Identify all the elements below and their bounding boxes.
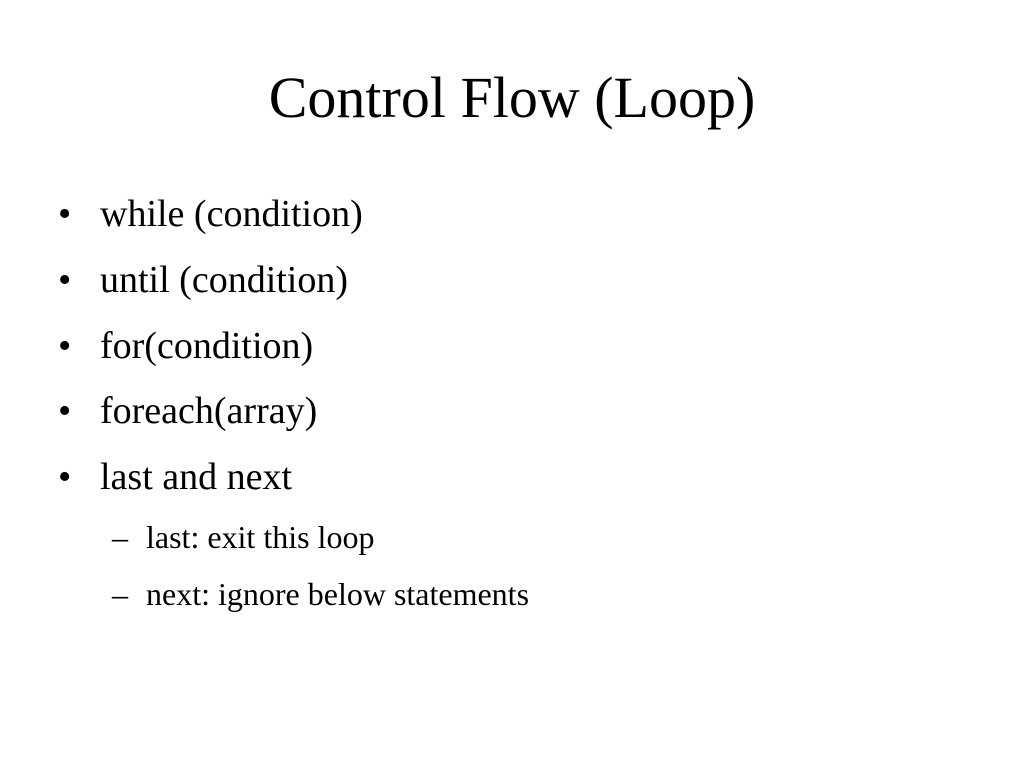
list-item: • foreach(array) bbox=[0, 387, 1024, 435]
bullet-marker: • bbox=[58, 456, 72, 498]
bullet-marker: • bbox=[58, 193, 72, 235]
list-item: • until (condition) bbox=[0, 256, 1024, 304]
list-item: • last and next bbox=[0, 453, 1024, 501]
sub-list-item: – last: exit this loop bbox=[0, 517, 1024, 557]
sub-list-item-text: next: ignore below statements bbox=[146, 576, 530, 612]
list-item-text: for(condition) bbox=[100, 325, 314, 367]
slide-title: Control Flow (Loop) bbox=[268, 65, 756, 130]
sub-bullet-marker: – bbox=[112, 576, 128, 612]
sub-list-item-text: last: exit this loop bbox=[146, 519, 375, 555]
sub-list-item: – next: ignore below statements bbox=[0, 574, 1024, 614]
list-item-text: foreach(array) bbox=[100, 390, 318, 432]
bullet-marker: • bbox=[58, 259, 72, 301]
bullet-marker: • bbox=[58, 390, 72, 432]
bullet-marker: • bbox=[58, 325, 72, 367]
list-item-text: until (condition) bbox=[100, 259, 349, 301]
list-item-text: last and next bbox=[100, 456, 293, 498]
list-item: • while (condition) bbox=[0, 190, 1024, 238]
list-item-text: while (condition) bbox=[100, 193, 363, 235]
sub-bullet-marker: – bbox=[112, 519, 128, 555]
list-item: • for(condition) bbox=[0, 322, 1024, 370]
